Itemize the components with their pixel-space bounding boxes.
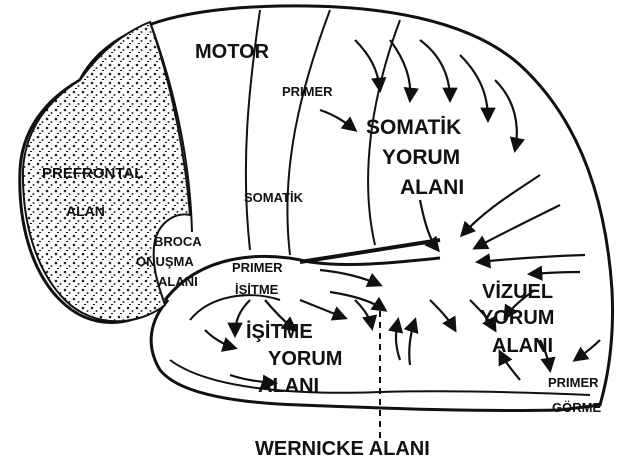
label-wernicke: WERNICKE ALANI <box>255 438 430 460</box>
label-broca-3: ALANI <box>158 274 198 289</box>
label-primer-gorme-2: GÖRME <box>552 400 601 415</box>
label-broca-1: BROCA <box>154 234 202 249</box>
label-motor: MOTOR <box>195 41 270 63</box>
label-broca-2: ONUŞMA <box>136 254 194 269</box>
label-primer-isitme-2: İŞİTME <box>235 282 279 297</box>
label-isitme-yorum-2: YORUM <box>268 348 342 370</box>
label-vizuel-yorum-2: YORUM <box>480 307 554 329</box>
label-prefrontal-1: PREFRONTAL <box>42 165 143 182</box>
label-vizuel-yorum-3: ALANI <box>492 335 553 357</box>
label-somatik-yorum-2: YORUM <box>382 146 460 169</box>
label-isitme-yorum-3: ALANI <box>258 375 319 397</box>
label-somatik: SOMATİK <box>244 190 304 205</box>
postcentral-gyrus <box>287 10 330 255</box>
label-somatik-yorum-3: ALANI <box>400 176 464 199</box>
label-somatik-yorum-1: SOMATİK <box>366 116 461 139</box>
label-primer-isitme-1: PRIMER <box>232 260 283 275</box>
label-primer-gorme-1: PRIMER <box>548 375 599 390</box>
label-primer-top: PRIMER <box>282 84 333 99</box>
temporal-lobe-inner <box>190 295 280 320</box>
label-isitme-yorum-1: İŞİTME <box>246 320 313 343</box>
label-vizuel-yorum-1: VİZUEL <box>482 280 553 303</box>
label-prefrontal-2: ALAN <box>66 203 105 219</box>
